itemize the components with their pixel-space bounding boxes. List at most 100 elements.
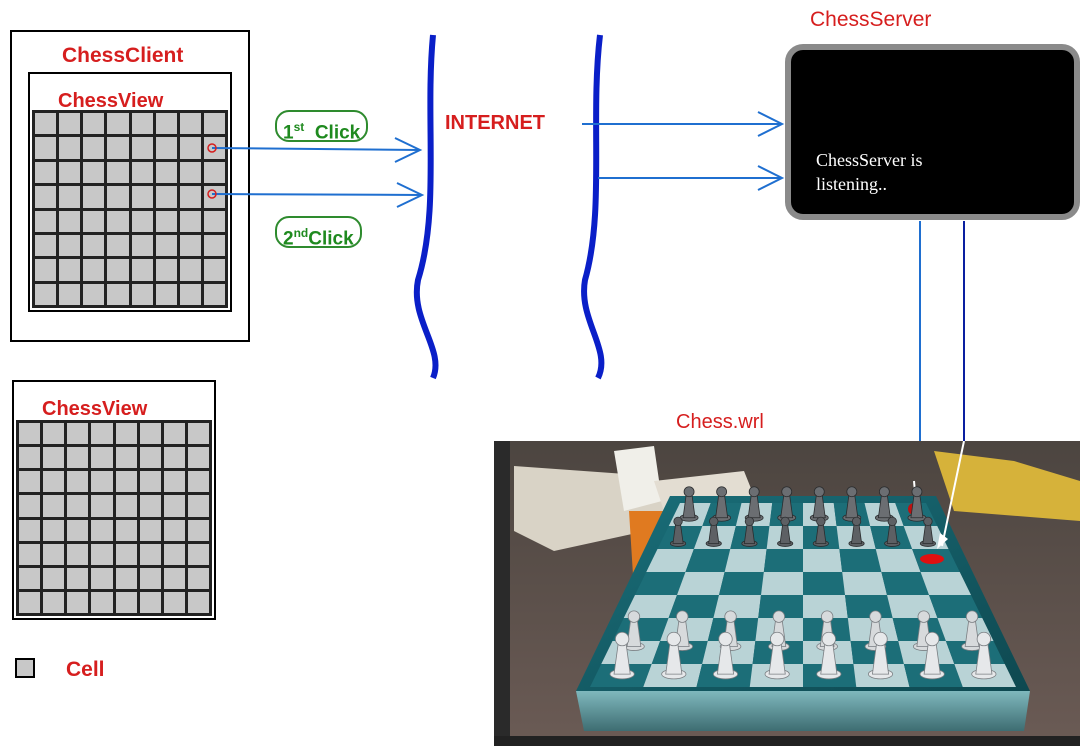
- chess-piece: [705, 516, 722, 547]
- second-click-number: 2: [283, 228, 294, 250]
- grid-cell: [203, 259, 225, 281]
- second-click-label: 2ndClick: [275, 216, 362, 250]
- grid-cell: [83, 186, 105, 208]
- grid-cell: [91, 447, 113, 469]
- grid-cell: [67, 519, 89, 541]
- chess-piece: [816, 631, 842, 680]
- grid-cell: [91, 591, 113, 613]
- grid-cell: [155, 137, 177, 159]
- chess-piece: [764, 631, 790, 680]
- grid-cell: [19, 495, 41, 517]
- grid-cell: [19, 423, 41, 445]
- grid-cell: [155, 161, 177, 184]
- grid-cell: [163, 519, 185, 541]
- grid-cell: [155, 234, 177, 257]
- grid-cell: [107, 137, 129, 159]
- chess-piece: [812, 516, 829, 547]
- grid-cell: [67, 567, 89, 589]
- board-square: [842, 572, 887, 595]
- grid-cell: [187, 591, 209, 613]
- internet-label: INTERNET: [445, 112, 545, 134]
- chess-wrl-title: Chess.wrl: [676, 411, 764, 433]
- second-click-word: Click: [308, 228, 354, 250]
- grid-cell: [67, 591, 89, 613]
- grid-cell: [83, 137, 105, 159]
- board-square: [763, 549, 803, 572]
- grid-cell: [67, 471, 89, 493]
- chess-piece: [623, 610, 645, 651]
- grid-cell: [91, 567, 113, 589]
- grid-cell: [131, 186, 153, 208]
- chess-scene-graphic: [494, 441, 1080, 746]
- board-square: [685, 549, 731, 572]
- legend-cell-label: Cell: [66, 658, 105, 681]
- grid-cell: [179, 234, 201, 257]
- grid-cell: [131, 283, 153, 305]
- chess-piece: [874, 486, 894, 522]
- grid-cell: [35, 234, 57, 257]
- board-square: [651, 641, 708, 664]
- client-chess-view-title: ChessView: [58, 90, 164, 112]
- grid-cell: [179, 210, 201, 232]
- grid-cell: [131, 234, 153, 257]
- grid-cell: [83, 259, 105, 281]
- grid-cell: [115, 423, 137, 445]
- grid-cell: [115, 471, 137, 493]
- grid-cell: [35, 113, 57, 135]
- grid-cell: [67, 423, 89, 445]
- grid-cell: [83, 113, 105, 135]
- chess-piece: [777, 516, 794, 547]
- grid-cell: [163, 495, 185, 517]
- standalone-chess-view: ChessView: [12, 380, 216, 620]
- grid-cell: [163, 447, 185, 469]
- grid-cell: [35, 210, 57, 232]
- grid-cell: [187, 519, 209, 541]
- grid-cell: [107, 113, 129, 135]
- grid-cell: [163, 423, 185, 445]
- grid-cell: [83, 161, 105, 184]
- grid-cell: [19, 543, 41, 565]
- first-click-arrow: [211, 147, 421, 151]
- grid-cell: [91, 423, 113, 445]
- chess-piece: [848, 516, 865, 547]
- client-cell-grid: [32, 110, 228, 308]
- grid-cell: [155, 283, 177, 305]
- grid-cell: [131, 161, 153, 184]
- chess-server-title: ChessServer: [810, 8, 932, 31]
- grid-cell: [107, 210, 129, 232]
- grid-cell: [83, 234, 105, 257]
- grid-cell: [139, 423, 161, 445]
- grid-cell: [179, 259, 201, 281]
- grid-cell: [115, 519, 137, 541]
- chess-piece: [712, 486, 732, 522]
- grid-cell: [155, 259, 177, 281]
- board-square: [875, 549, 921, 572]
- board-square: [713, 595, 761, 618]
- board-square: [881, 572, 929, 595]
- chess-piece: [867, 631, 894, 680]
- chess-piece: [919, 516, 937, 547]
- chess-piece: [661, 631, 687, 680]
- grid-cell: [203, 283, 225, 305]
- chess-client-title: ChessClient: [62, 44, 184, 67]
- grid-cell: [43, 567, 65, 589]
- grid-cell: [67, 543, 89, 565]
- grid-cell: [139, 543, 161, 565]
- grid-cell: [83, 210, 105, 232]
- grid-cell: [139, 567, 161, 589]
- grid-cell: [155, 113, 177, 135]
- grid-cell: [203, 234, 225, 257]
- chess-piece: [744, 486, 764, 522]
- first-click-suffix: st: [293, 120, 305, 134]
- chess-piece: [971, 631, 997, 680]
- grid-cell: [115, 495, 137, 517]
- grid-cell: [43, 471, 65, 493]
- grid-cell: [131, 113, 153, 135]
- board-square: [803, 549, 843, 572]
- board-square: [635, 572, 686, 595]
- standalone-cell-grid: [16, 420, 212, 616]
- grid-cell: [107, 259, 129, 281]
- grid-cell: [67, 495, 89, 517]
- chess-piece: [670, 516, 687, 547]
- second-click-suffix: nd: [293, 226, 309, 240]
